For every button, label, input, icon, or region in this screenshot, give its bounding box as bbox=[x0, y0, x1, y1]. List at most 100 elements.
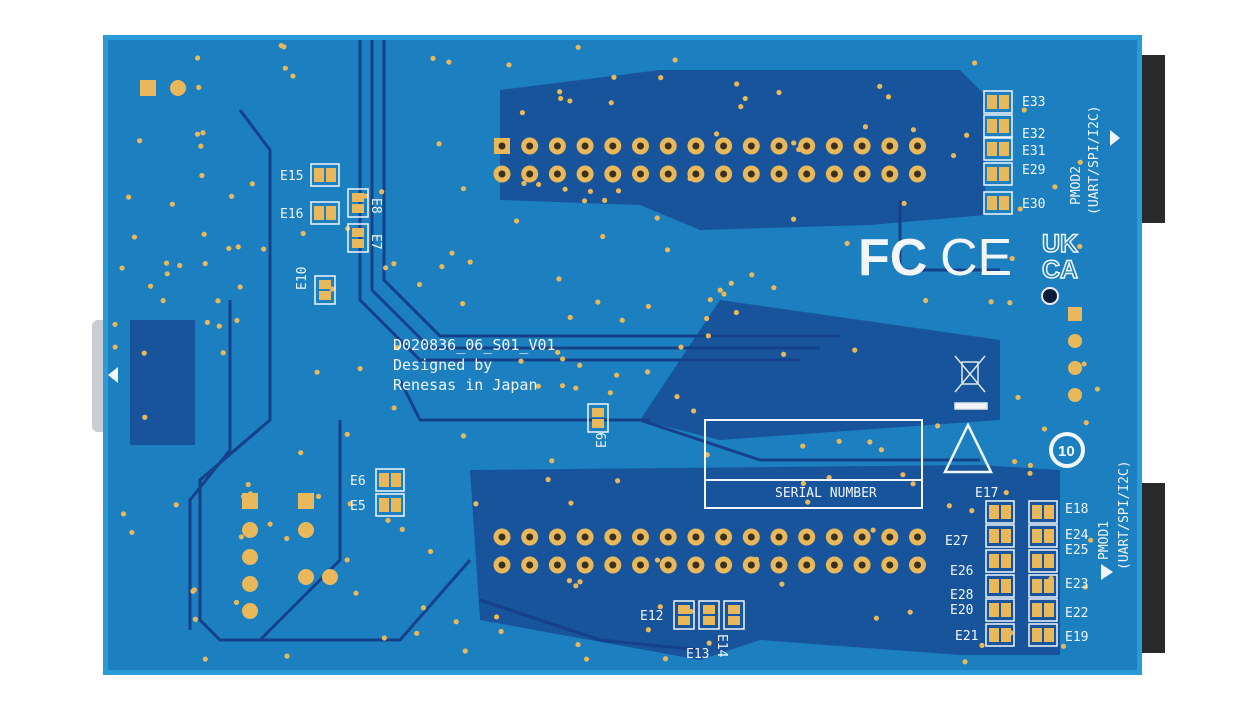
jumper-label: E20 bbox=[950, 603, 973, 618]
via bbox=[446, 59, 452, 65]
serial-number-label: SERIAL NUMBER bbox=[775, 486, 877, 501]
via bbox=[900, 472, 906, 478]
via bbox=[935, 423, 941, 429]
via bbox=[645, 303, 652, 309]
jumper-label: E24 bbox=[1065, 528, 1089, 543]
via bbox=[577, 362, 583, 368]
jumper-label: E27 bbox=[945, 534, 968, 549]
jumper-label: E32 bbox=[1022, 127, 1045, 142]
svg-text:CA: CA bbox=[1042, 256, 1078, 284]
via bbox=[1083, 420, 1089, 426]
via bbox=[615, 188, 622, 194]
via bbox=[721, 291, 727, 297]
jumper-e28: E28 bbox=[950, 574, 1015, 603]
via bbox=[125, 194, 132, 200]
via bbox=[202, 656, 208, 662]
via bbox=[314, 369, 320, 375]
jumper-e21: E21 bbox=[955, 623, 1015, 647]
jumper-label: E13 bbox=[686, 647, 709, 662]
via bbox=[449, 250, 455, 256]
via bbox=[901, 200, 907, 207]
via bbox=[131, 234, 138, 240]
jumper-label: E6 bbox=[350, 474, 366, 489]
via bbox=[460, 186, 467, 192]
via bbox=[800, 443, 806, 449]
via bbox=[704, 315, 710, 322]
via bbox=[1077, 159, 1083, 165]
via bbox=[555, 349, 561, 355]
via bbox=[867, 439, 873, 445]
jumper-label: E25 bbox=[1065, 543, 1088, 558]
jumper-label: E19 bbox=[1065, 630, 1088, 645]
via bbox=[964, 132, 970, 138]
via bbox=[581, 198, 588, 204]
via bbox=[1082, 584, 1089, 590]
via bbox=[173, 502, 179, 508]
via bbox=[347, 501, 353, 507]
via bbox=[707, 297, 713, 303]
jumper-e13: E13 bbox=[686, 600, 720, 662]
via bbox=[566, 578, 573, 584]
via bbox=[600, 233, 606, 240]
via bbox=[198, 143, 204, 149]
via bbox=[910, 481, 916, 487]
via bbox=[249, 181, 255, 187]
via bbox=[112, 321, 118, 327]
via bbox=[220, 350, 226, 356]
via bbox=[779, 581, 785, 587]
via bbox=[164, 271, 170, 277]
via bbox=[969, 508, 975, 514]
via bbox=[298, 450, 304, 456]
via bbox=[460, 301, 466, 307]
via bbox=[204, 319, 211, 325]
via bbox=[284, 653, 290, 659]
jumper-e15: E15 bbox=[280, 163, 340, 187]
via bbox=[557, 89, 563, 95]
rohs-10-icon: 10 bbox=[1049, 432, 1085, 468]
via bbox=[907, 609, 913, 615]
jumper-e7: E7 bbox=[347, 223, 383, 253]
via bbox=[910, 127, 917, 133]
via bbox=[467, 259, 473, 265]
via bbox=[284, 535, 290, 542]
via bbox=[567, 98, 573, 104]
via bbox=[644, 369, 651, 375]
via bbox=[877, 83, 883, 89]
jumper-label: E28 bbox=[950, 588, 973, 603]
via bbox=[192, 616, 199, 622]
via bbox=[200, 130, 206, 136]
via bbox=[826, 474, 832, 481]
ukca-logo: UK CA bbox=[1041, 229, 1079, 285]
via bbox=[260, 246, 267, 252]
jumper-e5: E5 bbox=[350, 493, 405, 517]
via bbox=[713, 131, 720, 137]
via bbox=[885, 94, 892, 100]
via bbox=[575, 44, 581, 50]
via bbox=[201, 231, 207, 237]
via bbox=[535, 383, 542, 389]
jumper-e24: E24 bbox=[1028, 524, 1089, 548]
jumper-label: E12 bbox=[640, 609, 663, 624]
via bbox=[379, 189, 385, 195]
via bbox=[1094, 386, 1101, 392]
jumper-e17: E17 bbox=[975, 486, 1015, 524]
via bbox=[946, 503, 952, 509]
via bbox=[1077, 243, 1083, 250]
via bbox=[971, 60, 978, 66]
via bbox=[195, 55, 201, 61]
via bbox=[556, 276, 562, 282]
via bbox=[383, 265, 389, 271]
via bbox=[608, 100, 614, 106]
jumper-e19: E19 bbox=[1028, 623, 1088, 647]
fcc-logo: FC bbox=[858, 229, 927, 287]
via bbox=[1012, 459, 1018, 465]
jumper-e20: E20 bbox=[950, 598, 1015, 622]
via bbox=[664, 247, 671, 253]
via bbox=[282, 65, 288, 71]
ce-logo: CE bbox=[940, 229, 1012, 287]
via bbox=[781, 351, 787, 357]
via bbox=[460, 433, 467, 439]
via bbox=[691, 408, 697, 414]
via bbox=[1052, 184, 1058, 190]
jumper-label: E5 bbox=[350, 499, 366, 514]
